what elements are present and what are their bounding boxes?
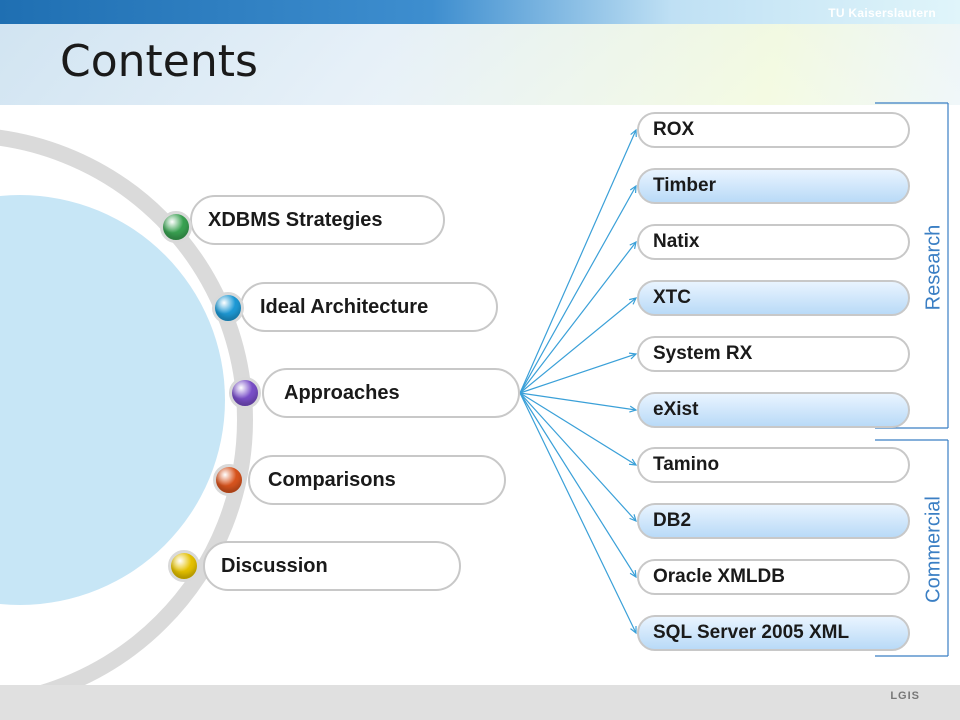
system-label: XTC [653,287,691,308]
research-group-label: Research [922,224,945,311]
agenda-bullet-orange [213,464,245,496]
agenda-item-label: Ideal Architecture [260,295,429,318]
agenda-item-xdbms-strategies[interactable]: XDBMS Strategies [190,195,445,245]
system-oracle-xmldb[interactable]: Oracle XMLDB [637,559,910,595]
header-decoration [0,20,960,105]
system-system-rx[interactable]: System RX [637,336,910,372]
agenda-bullet-blue [212,292,244,324]
connector-arrowhead [628,458,638,466]
agenda-item-discussion[interactable]: Discussion [203,541,461,591]
connector-arrowhead [629,569,637,579]
agenda-bullet-green [160,211,192,243]
agenda-item-approaches[interactable]: Approaches [262,368,520,418]
connector-arrowhead [630,625,637,635]
connector-arrowhead [629,514,637,523]
connector-arrowhead [630,128,637,138]
connector-arrowhead [628,352,638,360]
system-timber[interactable]: Timber [637,168,910,204]
connector-arrowhead [629,184,637,194]
system-label: SQL Server 2005 XML [653,622,850,643]
connector-arrowhead [629,240,637,249]
decorative-arc [0,129,253,711]
connector-arrowhead [629,405,638,413]
system-sql-server-2005-xml[interactable]: SQL Server 2005 XML [637,615,910,651]
system-label: ROX [653,119,695,140]
connector-line [519,129,637,394]
connector-line [519,353,637,394]
university-label: TU Kaiserslautern [828,6,936,20]
connector-line [519,392,637,466]
connector-line [519,392,637,522]
system-label: Timber [653,175,717,196]
connector-arrowhead [629,297,638,305]
connector-lines [519,128,638,635]
page-title: Contents [60,36,258,87]
system-label: System RX [653,343,753,364]
agenda-item-comparisons[interactable]: Comparisons [248,455,506,505]
header-bar [0,0,960,24]
slide-footer [0,685,960,720]
system-exist[interactable]: eXist [637,392,910,428]
system-tamino[interactable]: Tamino [637,447,910,483]
agenda-item-ideal-architecture[interactable]: Ideal Architecture [240,282,498,332]
system-db2[interactable]: DB2 [637,503,910,539]
agenda-item-label: Comparisons [268,468,396,491]
system-natix[interactable]: Natix [637,224,910,260]
agenda-item-label: XDBMS Strategies [208,208,383,231]
system-label: eXist [653,399,699,420]
system-label: DB2 [653,510,692,531]
agenda-item-label: Approaches [284,381,400,404]
system-label: Oracle XMLDB [653,566,785,587]
connector-line [519,297,637,394]
decorative-circle [0,195,225,605]
system-rox[interactable]: ROX [637,112,910,148]
agenda-bullet-purple [229,377,261,409]
footer-label: LGIS [890,690,920,702]
system-label: Tamino [653,454,720,475]
connector-line [519,392,637,578]
commercial-group-label: Commercial [922,496,945,603]
agenda-bullet-yellow [168,550,200,582]
connector-line [519,241,637,394]
system-label: Natix [653,231,700,252]
agenda-item-label: Discussion [221,554,328,577]
connector-line [519,185,637,394]
connector-line [519,392,637,411]
connector-line [519,392,637,634]
system-xtc[interactable]: XTC [637,280,910,316]
